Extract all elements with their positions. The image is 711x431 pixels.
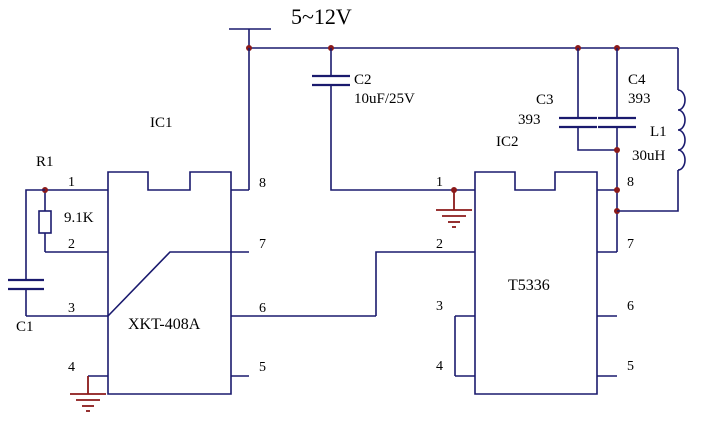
r1-resistor xyxy=(38,210,52,234)
ic2-body xyxy=(474,171,598,395)
c2-value: 10uF/25V xyxy=(354,91,415,107)
ic1-pin3-number: 3 xyxy=(68,301,75,316)
r1-value: 9.1K xyxy=(64,210,94,226)
l1-ref: L1 xyxy=(650,124,667,140)
ic2-label: IC2 xyxy=(496,134,519,150)
ic1-pin4-number: 4 xyxy=(68,360,75,375)
ic1-pin1-number: 1 xyxy=(68,175,75,190)
ic1-pin6-to-ic2-pin2-wire xyxy=(375,251,475,316)
ic1-part-number: XKT-408A xyxy=(128,316,201,333)
ic2-pin5-number: 5 xyxy=(627,359,634,374)
ic1-body xyxy=(107,171,232,395)
c3-bottom-wire xyxy=(577,127,617,151)
junction-c3-c4 xyxy=(614,147,620,153)
r1-ref: R1 xyxy=(36,154,54,170)
ic1-pin5-number: 5 xyxy=(259,360,266,375)
l1-inductor-coil xyxy=(677,89,686,171)
l1-bottom-wire xyxy=(617,170,679,212)
ic1-pin6-number: 6 xyxy=(259,301,266,316)
ic2-pin8-number: 8 xyxy=(627,175,634,190)
ic2-pin2-number: 2 xyxy=(436,237,443,252)
ic2-pin1-number: 1 xyxy=(436,175,443,190)
c1-top-wire xyxy=(25,189,45,280)
supply-voltage-label: 5~12V xyxy=(291,4,352,29)
ic2-part-number: T5336 xyxy=(508,277,550,294)
c3-ref: C3 xyxy=(536,92,554,108)
ic2-pin6-number: 6 xyxy=(627,299,634,314)
junction-ic2-pin8 xyxy=(614,187,620,193)
c1-ref: C1 xyxy=(16,319,34,335)
ic2-pin3-number: 3 xyxy=(436,299,443,314)
c3-value: 393 xyxy=(518,112,541,128)
ic2-pin7-number: 7 xyxy=(627,237,634,252)
ic1-label: IC1 xyxy=(150,115,173,131)
ic1-pin8-number: 8 xyxy=(259,176,266,191)
ic1-internal-link xyxy=(107,251,231,317)
ic1-pin2-number: 2 xyxy=(68,237,75,252)
ic1-pin7-number: 7 xyxy=(259,237,266,252)
c2-to-ic2-pin1-wire xyxy=(330,85,475,191)
l1-value: 30uH xyxy=(632,148,666,164)
c2-ref: C2 xyxy=(354,72,372,88)
c4-value: 393 xyxy=(628,91,651,107)
c4-ref: C4 xyxy=(628,72,646,88)
ic2-pin4-number: 4 xyxy=(436,359,443,374)
